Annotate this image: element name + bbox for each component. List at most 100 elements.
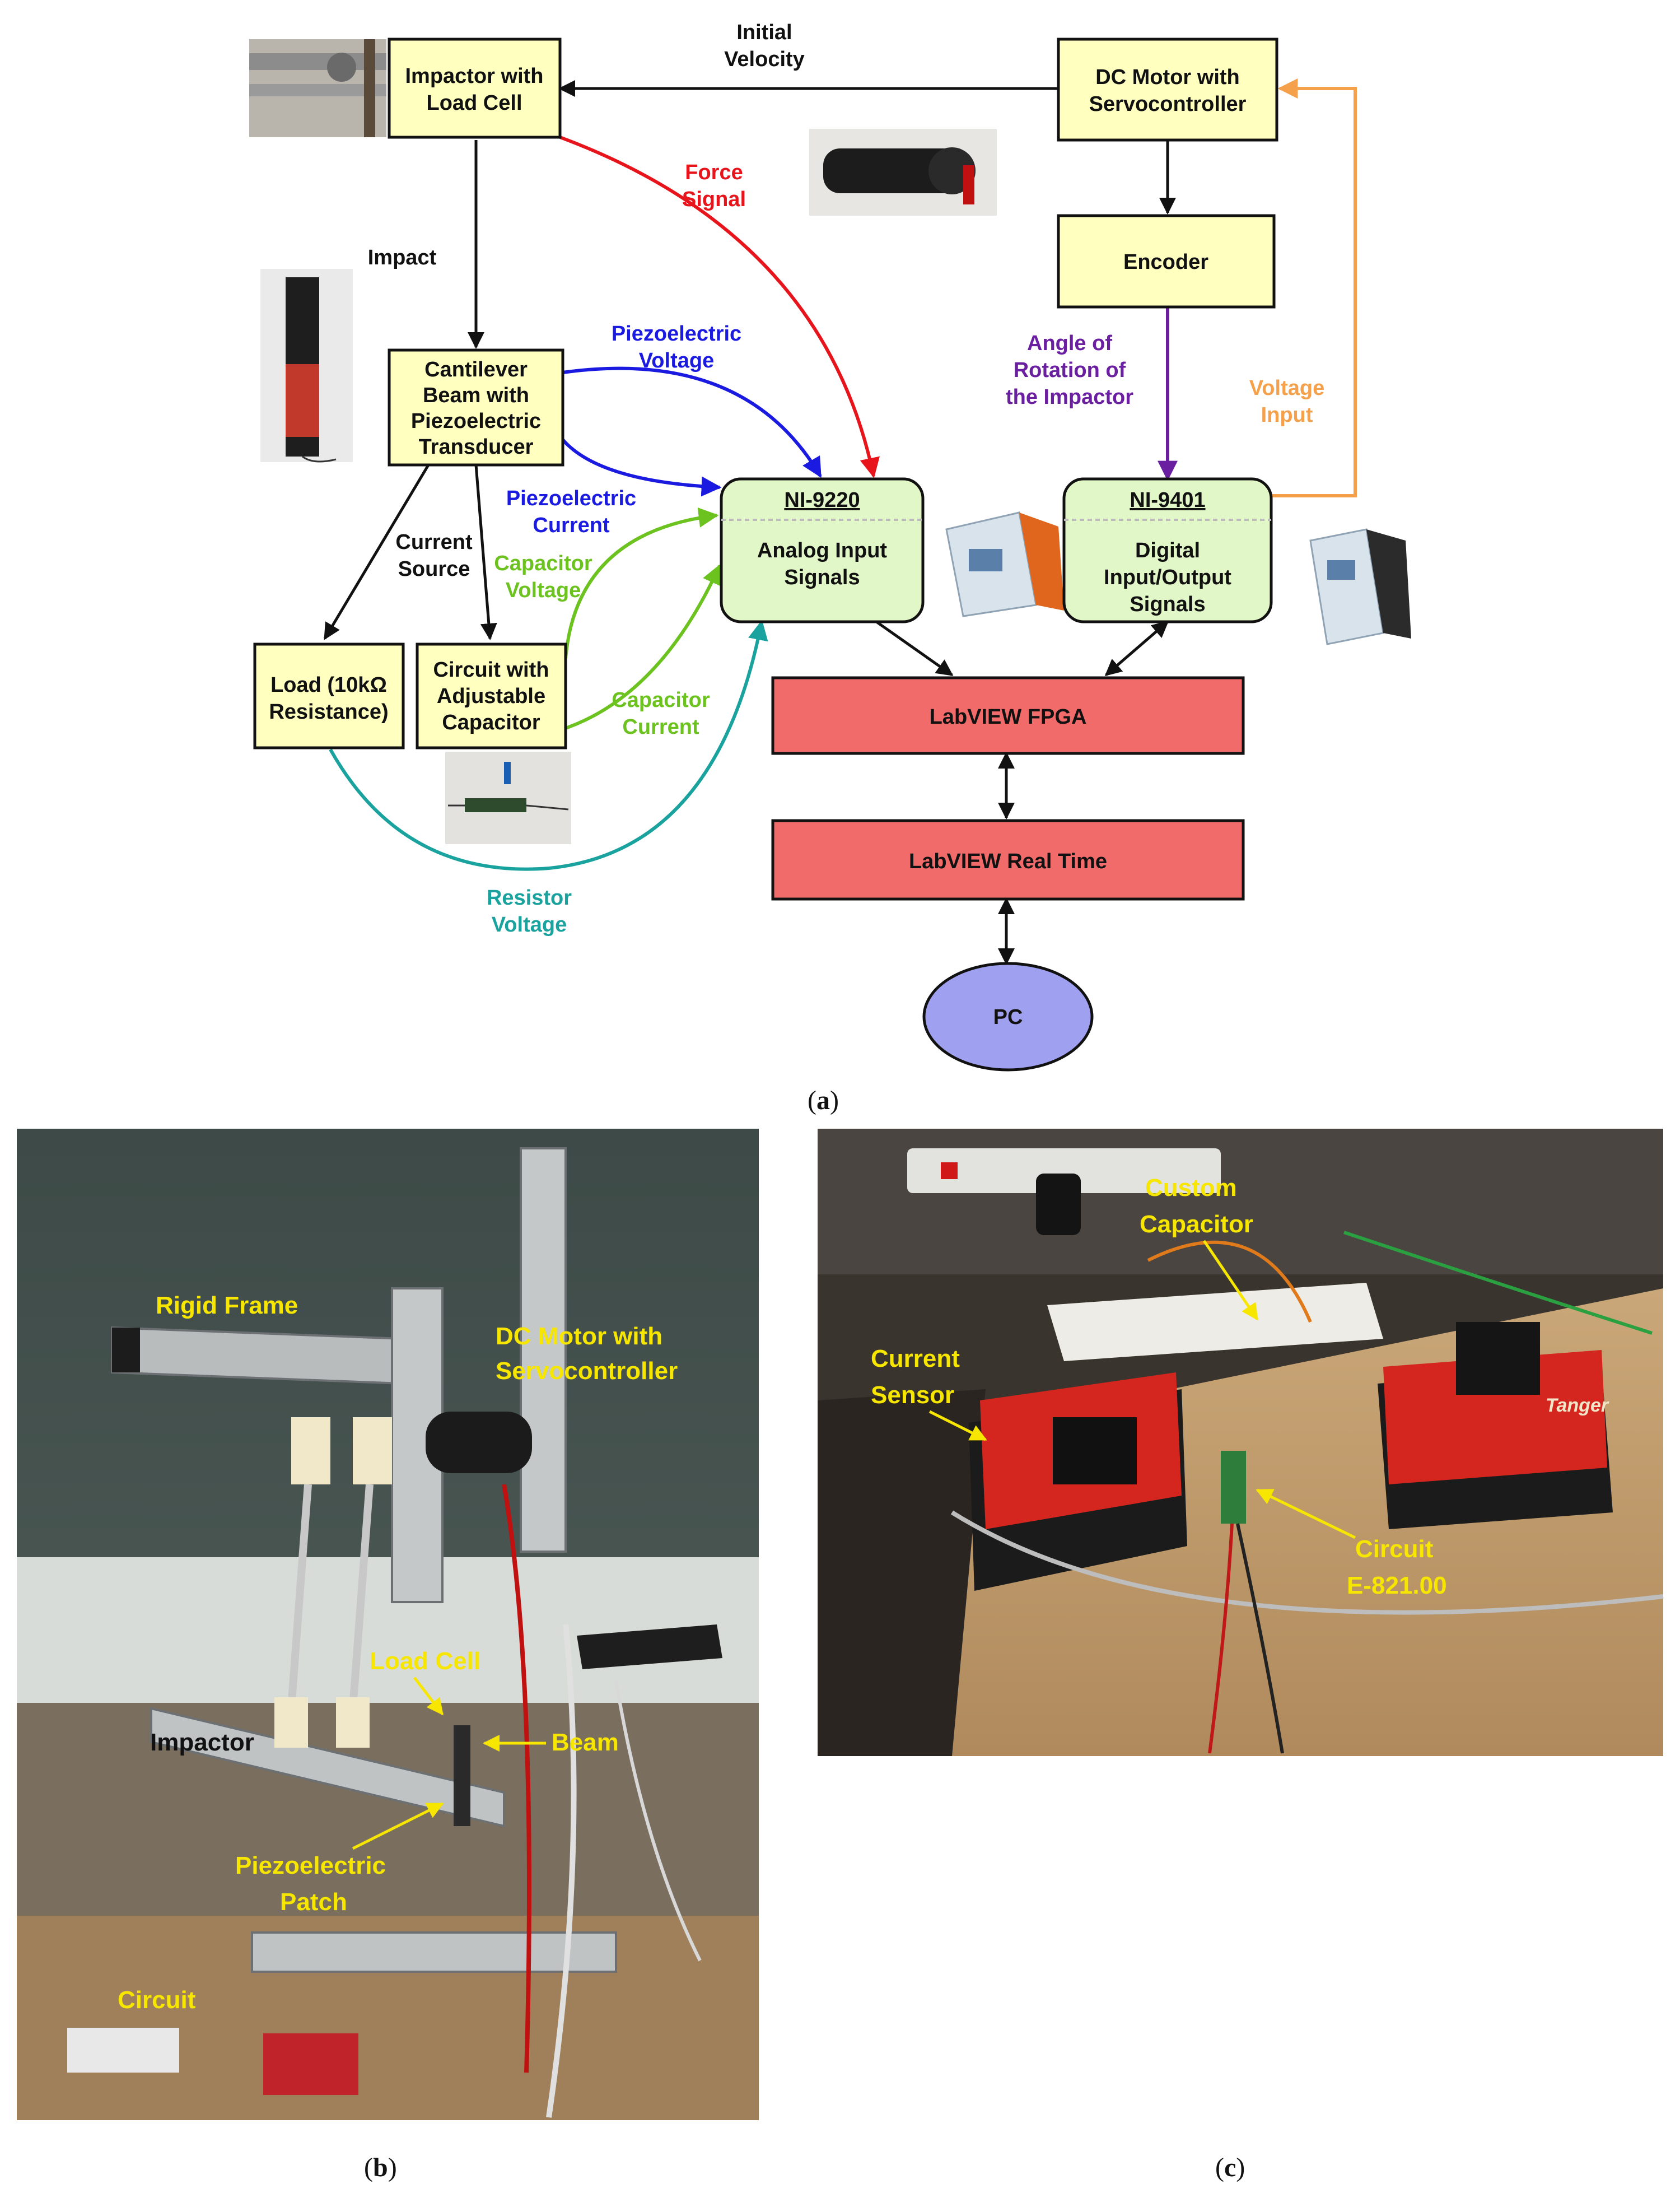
label-voltage-input-2: Input (1261, 403, 1313, 427)
block-load-resistance: Load (10kΩ Resistance) (253, 642, 405, 749)
label-initial-velocity-1: Initial (736, 21, 792, 44)
caption-c: (c) (1215, 2153, 1245, 2182)
block-impactor-line2: Load Cell (426, 91, 522, 115)
ni9401-desc-line2: Input/Output (1104, 566, 1231, 589)
callout-dc-motor-1: DC Motor with (496, 1323, 662, 1350)
callout-current-sensor-2: Sensor (871, 1381, 954, 1409)
photo-c-circuit-setup: Tanger Custom Capacitor Current Sensor C… (818, 1129, 1664, 1756)
arrow-piezo-voltage (562, 366, 822, 478)
photo-thumbnail-circuit (445, 752, 571, 844)
label-piezo-voltage-1: Piezoelectric (612, 322, 741, 346)
label-initial-velocity-2: Velocity (724, 48, 805, 71)
photo-thumbnail-ni9401 (1305, 527, 1420, 647)
callout-circuit-e821-2: E-821.00 (1347, 1572, 1447, 1599)
callout-piezo-patch-2: Patch (280, 1888, 347, 1916)
label-piezo-voltage-2: Voltage (639, 349, 714, 373)
block-cantilever-line3: Piezoelectric (411, 409, 541, 433)
label-angle-1: Angle of (1027, 332, 1112, 355)
ni9220-desc-line1: Analog Input (757, 539, 888, 562)
arrow-piezo-current (561, 439, 722, 497)
block-load-line1: Load (10kΩ (270, 673, 387, 697)
label-capacitor-voltage-1: Capacitor (494, 552, 592, 575)
callout-load-cell-arrow (413, 1677, 444, 1716)
callout-current-sensor-arrow (928, 1410, 987, 1441)
block-impactor-line1: Impactor with (405, 64, 543, 88)
block-circuit-line2: Adjustable (437, 685, 545, 708)
arrow-capacitor-voltage (564, 507, 719, 659)
arrow-resistor-voltage (329, 620, 768, 871)
ni9401-name: NI-9401 (1130, 488, 1205, 512)
pc-label: PC (993, 1005, 1023, 1029)
callout-piezo-patch-1: Piezoelectric (235, 1852, 386, 1879)
caption-b: (b) (364, 2153, 397, 2182)
callout-current-sensor-1: Current (871, 1345, 960, 1372)
photo-thumbnail-motor (809, 129, 997, 216)
arrow-capacitor-current (565, 564, 721, 730)
label-voltage-input-1: Voltage (1249, 376, 1324, 400)
panel-a-diagram: Impactor with Load Cell DC Motor with Se… (249, 21, 1420, 1072)
label-impact: Impact (368, 246, 437, 269)
block-dc-motor-line1: DC Motor with (1095, 66, 1240, 89)
callout-capacitor-arrow (1202, 1240, 1259, 1321)
ni9220-desc-line2: Signals (784, 566, 860, 589)
callout-custom-capacitor-1: Custom (1145, 1174, 1237, 1202)
callout-circuit-e821-1: Circuit (1355, 1535, 1434, 1563)
caption-a: (a) (808, 1086, 839, 1115)
ni9220-name: NI-9220 (784, 488, 860, 512)
block-encoder: Encoder (1057, 214, 1276, 309)
block-ni-9401: NI-9401 Digital Input/Output Signals (1062, 477, 1273, 623)
block-pc: PC (922, 962, 1094, 1072)
label-force-signal-2: Signal (682, 188, 746, 211)
block-labview-realtime: LabVIEW Real Time (771, 819, 1245, 901)
block-load-line2: Resistance) (269, 700, 388, 724)
block-cantilever-line1: Cantilever (424, 358, 528, 381)
caption-b-letter: b (373, 2153, 388, 2182)
label-current-source-1: Current (395, 530, 473, 554)
callout-dc-motor-2: Servocontroller (496, 1357, 678, 1385)
arrow-force-signal (559, 136, 880, 478)
label-piezo-current-1: Piezoelectric (506, 487, 636, 510)
caption-a-letter: a (816, 1086, 830, 1115)
block-ni-9220: NI-9220 Analog Input Signals (720, 477, 925, 623)
block-encoder-label: Encoder (1123, 250, 1208, 274)
block-circuit-capacitor: Circuit with Adjustable Capacitor (416, 642, 567, 749)
arrow-current-source-circuit (474, 464, 497, 640)
arrow-ni9220-fpga (875, 620, 954, 677)
block-labview-fpga: LabVIEW FPGA (771, 676, 1245, 755)
block-cantilever-line2: Beam with (423, 384, 529, 407)
label-capacitor-current-2: Current (622, 715, 699, 739)
label-angle-3: the Impactor (1006, 385, 1133, 409)
callout-circuit-arrow (1256, 1488, 1356, 1539)
connectors-black (323, 80, 1176, 965)
photo-thumbnail-ni9220 (935, 511, 1072, 619)
labview-realtime-label: LabVIEW Real Time (909, 850, 1107, 873)
arrow-voltage-input (1271, 78, 1357, 497)
label-current-source-2: Source (398, 557, 470, 581)
callout-custom-capacitor-2: Capacitor (1140, 1210, 1253, 1238)
block-cantilever-beam: Cantilever Beam with Piezoelectric Trans… (388, 348, 564, 467)
tanger-brand-text: Tanger (1546, 1395, 1609, 1416)
ni9401-desc-line1: Digital (1135, 539, 1200, 562)
callout-piezo-arrow (352, 1802, 444, 1850)
block-dc-motor: DC Motor with Servocontroller (1057, 38, 1278, 142)
callout-beam: Beam (552, 1729, 619, 1756)
photo-thumbnail-beam (260, 269, 353, 463)
photo-b-lab-setup: Rigid Frame DC Motor with Servocontrolle… (17, 1129, 759, 2120)
label-capacitor-current-1: Capacitor (612, 688, 710, 712)
block-cantilever-line4: Transducer (419, 435, 534, 459)
caption-c-letter: c (1224, 2153, 1236, 2182)
callout-circuit: Circuit (118, 1986, 196, 2014)
label-piezo-current-2: Current (533, 514, 610, 537)
block-circuit-line1: Circuit with (433, 658, 549, 682)
photo-thumbnail-impactor (249, 39, 386, 137)
label-resistor-voltage-2: Voltage (492, 913, 567, 937)
callout-impactor: Impactor (150, 1729, 254, 1756)
block-circuit-line3: Capacitor (442, 711, 540, 734)
labview-fpga-label: LabVIEW FPGA (930, 705, 1087, 729)
arrow-current-source-load (323, 464, 430, 640)
block-impactor-load-cell: Impactor with Load Cell (388, 38, 562, 139)
arrow-ni9401-fpga (1104, 621, 1169, 676)
label-resistor-voltage-1: Resistor (487, 886, 572, 910)
label-capacitor-voltage-2: Voltage (506, 579, 581, 602)
